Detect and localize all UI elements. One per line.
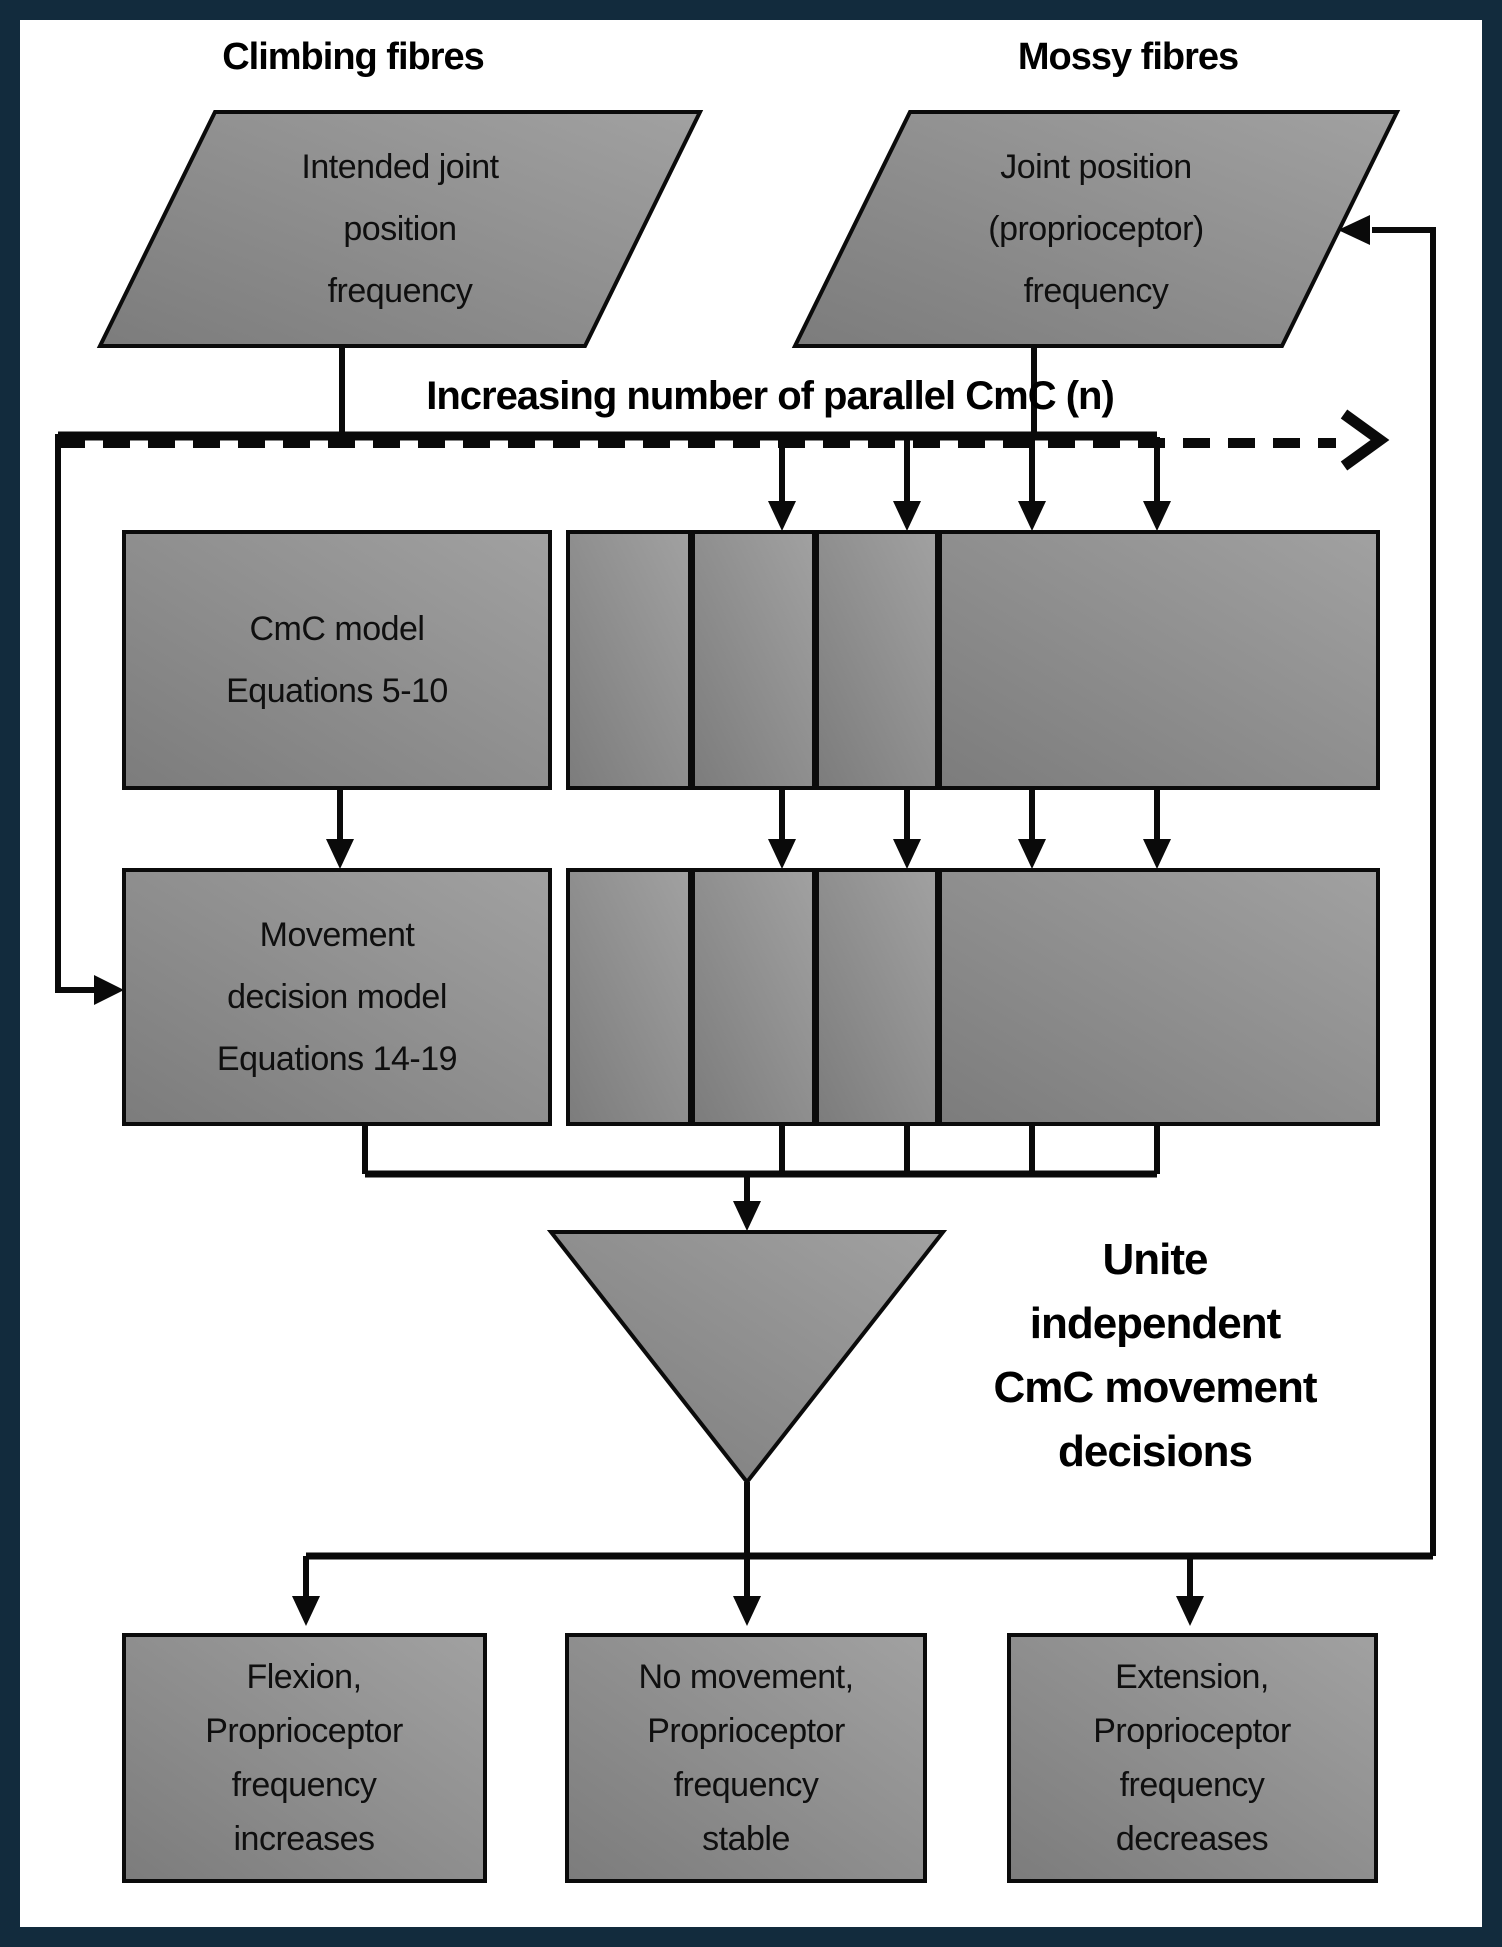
connector-left-feedback — [55, 434, 96, 993]
heading-mossy-fibres: Mossy fibres — [1017, 35, 1239, 78]
dashed-arrowhead-icon — [1340, 409, 1390, 471]
label-joint-position-proprioceptor: Joint position (proprioceptor) frequency — [988, 148, 1204, 310]
box-cmc-column-2 — [691, 530, 816, 790]
box-outcome-extension — [1007, 1633, 1378, 1883]
heading-climbing-fibres: Climbing fibres — [222, 35, 485, 78]
box-outcome-flexion — [122, 1633, 487, 1883]
connector-right-feedback — [1372, 227, 1436, 1556]
box-cmc-column-3 — [815, 530, 939, 790]
merge-triangle — [546, 1230, 948, 1486]
label-cmc-model: CmC model Equations 5-10 — [226, 610, 448, 710]
label-outcome-flexion: Flexion, Proprioceptor frequency increas… — [205, 1658, 403, 1858]
label-outcome-extension: Extension, Proprioceptor frequency decre… — [1093, 1658, 1291, 1858]
box-movement-decision-model — [122, 868, 552, 1126]
box-decision-column-1 — [566, 868, 692, 1126]
connector-lines — [55, 227, 1436, 1596]
box-outcome-no-movement — [565, 1633, 927, 1883]
box-cmc-column-1 — [566, 530, 692, 790]
arrowheads — [94, 215, 1370, 1626]
label-increasing-parallel-cmc: Increasing number of parallel CmC (n) — [426, 373, 1115, 418]
box-decision-column-2 — [691, 868, 816, 1126]
arrowhead-into-movement-model — [94, 975, 124, 1005]
box-cmc-model — [122, 530, 552, 790]
label-intended-joint-position: Intended joint position frequency — [301, 148, 499, 310]
arrowhead-into-mossy-input — [1338, 215, 1370, 245]
label-movement-decision-model: Movement decision model Equations 14-19 — [216, 916, 458, 1078]
parallelogram-intended-joint-position — [96, 110, 704, 348]
parallelogram-joint-position-proprioceptor — [791, 110, 1401, 348]
label-unite-independent-decisions: Unite independent CmC movement decisions — [993, 1235, 1318, 1476]
box-decision-column-wide — [938, 868, 1380, 1126]
label-outcome-no-movement: No movement, Proprioceptor frequency sta… — [638, 1658, 854, 1858]
box-cmc-column-wide — [938, 530, 1380, 790]
box-decision-column-3 — [815, 868, 939, 1126]
